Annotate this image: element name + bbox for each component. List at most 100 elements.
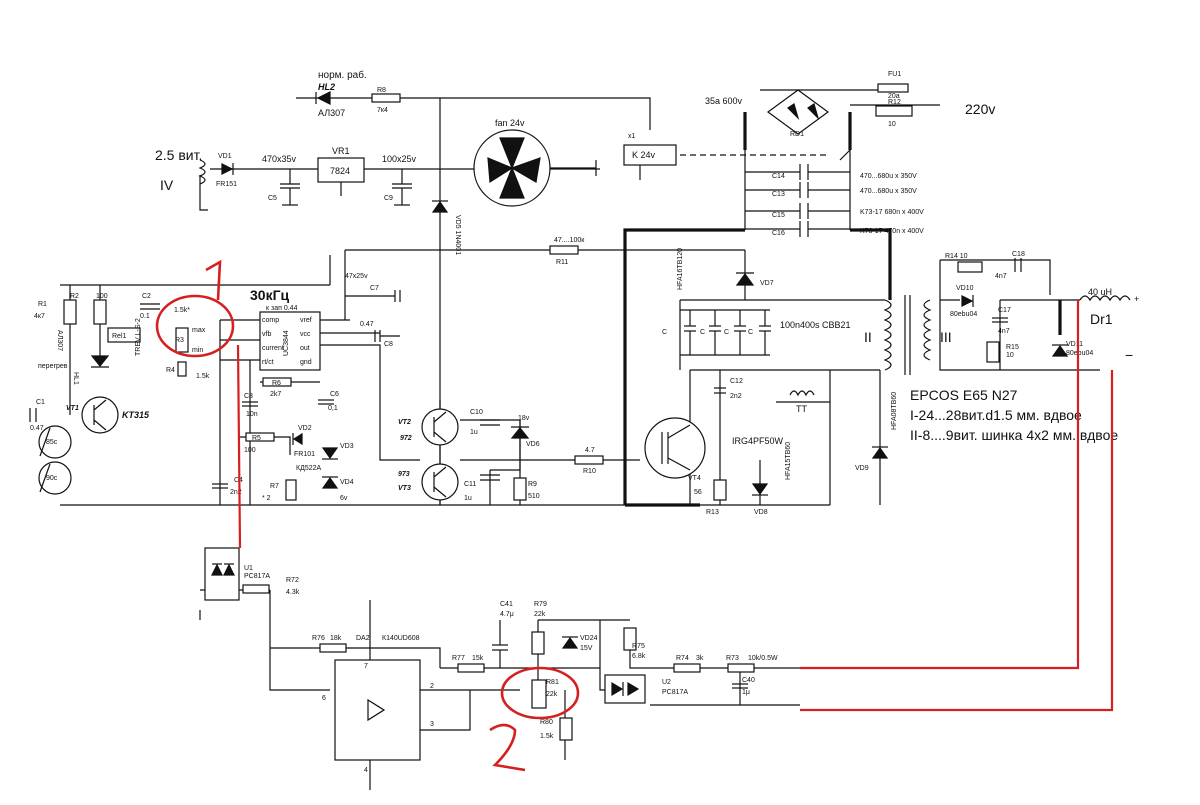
label-c18-val: 4n7 [995, 273, 1007, 280]
label-vd4-val: 6v [340, 495, 348, 502]
label-c12-val: 2n2 [730, 393, 742, 400]
wire-annotation-output-minus [800, 370, 1114, 712]
label-fu1: FU1 [888, 71, 901, 78]
label-c4-val: 2n2 [230, 489, 242, 496]
main-transformer: II III [864, 295, 952, 375]
c3-capacitor: C3 10n [242, 393, 258, 418]
label-r75-val: 6.8k [632, 653, 646, 660]
label-c11: C11 [464, 481, 476, 488]
vd10-diode: VD10 80ebu04 [950, 285, 977, 318]
label-vd6: VD6 [526, 441, 540, 448]
label-c15-val: K73-17 680n x 400V [860, 209, 924, 216]
c40-capacitor: C40 1μ [732, 677, 755, 696]
label-c12: C12 [730, 378, 743, 385]
label-vt2: VT2 [398, 419, 411, 426]
k1-relay: K 24v x1 [623, 133, 851, 166]
label-r3: R3 [175, 337, 184, 344]
vd4-zener: VD4 6v [321, 476, 354, 502]
label-r10-val: 4.7 [585, 447, 595, 454]
label-c-470x35: 470x35v [262, 154, 297, 164]
resonant-caps: C C C C 100n400s CBB21 [662, 309, 851, 356]
label-r2-val: 100 [96, 293, 108, 300]
label-iv: IV [160, 177, 174, 193]
c5-capacitor: 470x35v C5 [262, 154, 300, 206]
label-bridge-rating: 35a 600v [705, 96, 743, 106]
label-u2-part: PC817A [662, 689, 688, 696]
label-c6-val: 0,1 [328, 405, 338, 412]
label-core: EPCOS E65 N27 [910, 387, 1018, 403]
label-vt4: VT4 [688, 475, 701, 482]
label-r1-val: 4к7 [34, 313, 45, 320]
rel1-relay: Rel1 TREV L-S-2 [107, 318, 142, 356]
vd6-zener: 18v VD6 [510, 415, 540, 448]
vd3-diode: VD3 КД522А [296, 443, 354, 472]
label-r9: R9 [528, 481, 537, 488]
label-cap-c4: C [748, 329, 753, 336]
label-al307-left: АЛ307 [56, 330, 63, 351]
r9-resistor: R9 510 [513, 477, 540, 501]
label-r79-val: 22k [534, 611, 546, 618]
label-igbt: IRG4PF50W [732, 436, 784, 446]
label-da2-part: К140UD608 [382, 635, 420, 642]
r72-resistor: R72 4.3k [242, 577, 300, 596]
label-vd7-part: HFA16TB120 [677, 248, 684, 290]
label-c14: C14 [772, 173, 785, 180]
label-r13: R13 [706, 509, 719, 516]
label-chip-note: к зап 0.44 [266, 305, 298, 312]
label-c1: C1 [36, 399, 45, 406]
label-c2-val: 0.1 [140, 313, 150, 320]
label-r8: R8 [377, 87, 386, 94]
label-vd7: VD7 [760, 280, 774, 287]
label-c40: C40 [742, 677, 755, 684]
vr1-regulator: 7824 VR1 [317, 146, 365, 196]
r13-resistor: 56 R13 [694, 479, 727, 516]
vt3-transistor: 973 VT3 [398, 463, 459, 501]
winding-iv [198, 159, 206, 185]
label-dr1: Dr1 [1090, 311, 1113, 327]
red-annotations [155, 259, 1114, 772]
wires-upper [60, 89, 1100, 506]
label-u2: U2 [662, 679, 671, 686]
label-vt3-part: 973 [398, 471, 410, 478]
vd2-diode: VD2 FR101 [292, 425, 315, 458]
label-r7: R7 [270, 483, 279, 490]
label-winding-spec-1: I-24...28вит.d1.5 мм. вдвое [910, 407, 1082, 423]
label-c11-val: 1u [464, 495, 472, 502]
label-vd2: VD2 [298, 425, 312, 432]
label-winding-iii: III [940, 329, 952, 345]
label-r15-val: 10 [1006, 352, 1014, 359]
wire-annotation-opto [236, 344, 242, 549]
label-r72-val: 4.3k [286, 589, 300, 596]
label-c10: C10 [470, 409, 483, 416]
c17-r15-snubber: C17 4n7 R15 10 [986, 307, 1019, 363]
vd8-diode: HFA15TB60 VD8 [751, 442, 792, 516]
label-c16-val: K73-17 470n x 400V [860, 228, 924, 235]
r1-resistor: R1 4к7 [34, 299, 77, 325]
label-vd9: VD9 [855, 465, 869, 472]
vt1-transistor: VT1 KT315 [66, 396, 150, 434]
label-mains: 220v [965, 101, 995, 117]
label-c17: C17 [998, 307, 1011, 314]
label-min: min [192, 347, 203, 354]
vd1-diode: VD1 FR151 [216, 153, 237, 188]
r2-resistor: R2 100 [70, 293, 108, 325]
rd1-bridge: 35a 600v RD1 [705, 89, 830, 138]
label-r5: R5 [252, 435, 261, 442]
label-hl1: HL1 [72, 372, 79, 385]
label-r4-val: 1.5k [196, 373, 210, 380]
label-c-47x25: 47x25v [345, 273, 368, 280]
label-kt315: KT315 [122, 410, 150, 420]
c12-capacitor: C12 2n2 [714, 378, 743, 400]
label-r15: R15 [1006, 344, 1019, 351]
c11-capacitor: C11 1u [464, 474, 500, 502]
c7-capacitor: 47x25v C7 [345, 273, 401, 302]
label-peregrev: перегрев [38, 363, 68, 370]
label-vd8-part: HFA15TB60 [785, 442, 792, 480]
label-c2: C2 [142, 293, 151, 300]
c9-capacitor: 100x25v C9 [382, 154, 417, 206]
r80-resistor: R80 1.5k [540, 717, 573, 741]
label-sensor-90: 90c [46, 475, 58, 482]
label-freq: 30кГц [250, 287, 290, 303]
pin-vcc: vcc [300, 331, 311, 338]
